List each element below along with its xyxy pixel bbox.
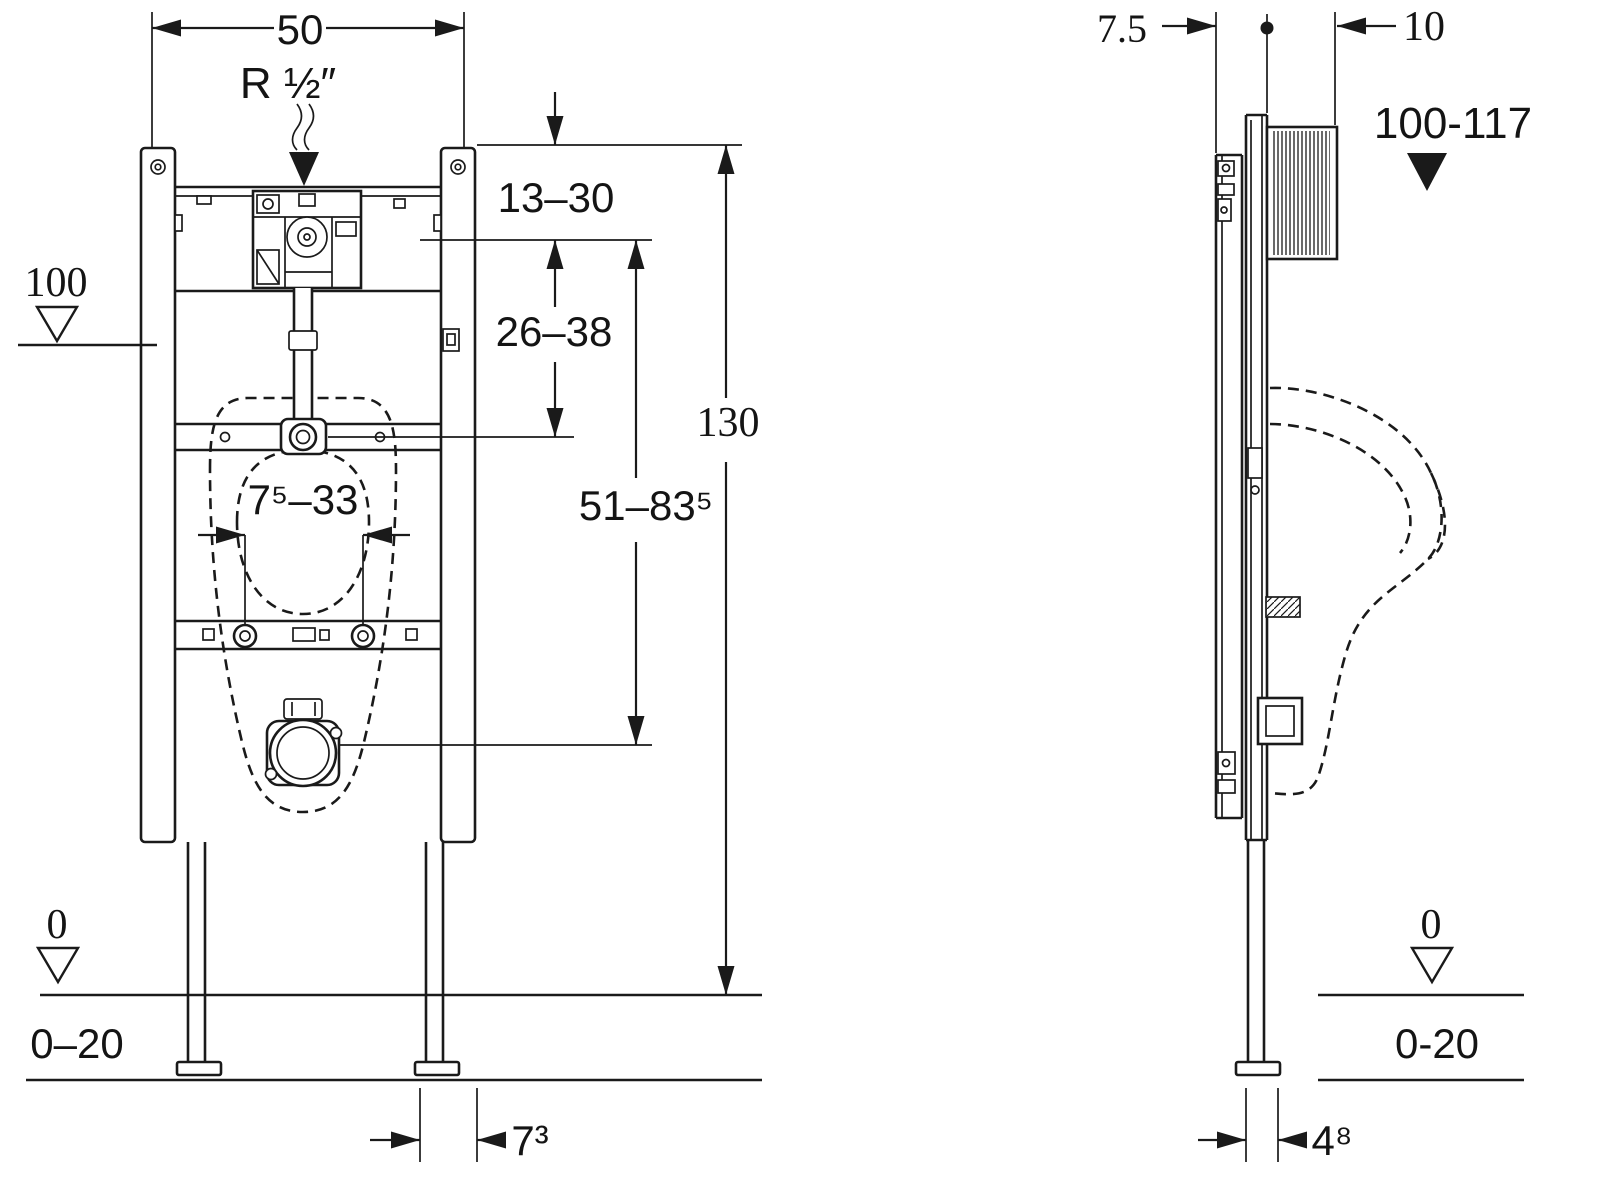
drain-clamp bbox=[283, 698, 323, 720]
water-wave-icon bbox=[291, 103, 303, 151]
dim-13-30: 13–30 bbox=[477, 92, 742, 221]
dim-100-117-label: 100-117 bbox=[1374, 99, 1532, 148]
inlet-stub-side bbox=[1265, 596, 1301, 618]
floor-range-front-label: 0–20 bbox=[30, 1020, 123, 1067]
dim-26-38: 26–38 bbox=[328, 239, 652, 438]
dim-73-label: 7³ bbox=[511, 1117, 548, 1164]
level-0-front-triangle-icon bbox=[35, 946, 81, 985]
dim-51-835-label: 51–83⁵ bbox=[579, 482, 713, 529]
dim-73: 7³ bbox=[370, 1088, 549, 1164]
supply-arrow-icon bbox=[289, 152, 319, 186]
side-view: 7.5 10 100-117 0 0-20 bbox=[1097, 4, 1532, 1164]
dim-width-label: 50 bbox=[277, 6, 324, 53]
dim-75-33-label: 7⁵–33 bbox=[248, 476, 359, 523]
dim-75-33: 7⁵–33 bbox=[198, 476, 410, 624]
level-0-side-triangle-icon bbox=[1409, 946, 1455, 985]
dim-48: 4⁸ bbox=[1198, 1088, 1353, 1164]
drain-side bbox=[1256, 696, 1304, 746]
side-hardware bbox=[1217, 160, 1263, 794]
water-supply-label: R ½″ bbox=[240, 59, 336, 108]
dim-width-50: 50 bbox=[151, 6, 465, 148]
flush-pipe bbox=[288, 288, 318, 419]
frame-front bbox=[139, 146, 477, 1077]
dim-130-label: 130 bbox=[697, 400, 760, 446]
water-wave-icon bbox=[303, 103, 315, 151]
urinal-side-outline bbox=[1269, 386, 1447, 796]
right-foot bbox=[413, 1060, 461, 1077]
left-foot bbox=[175, 1060, 223, 1077]
side-foot bbox=[1234, 1060, 1282, 1077]
floor-level-front: 0 0–20 bbox=[26, 902, 762, 1082]
dim-13-30-label: 13–30 bbox=[498, 174, 615, 221]
dim-48-label: 4⁸ bbox=[1311, 1117, 1352, 1164]
dim-51-835: 51–83⁵ bbox=[340, 240, 713, 746]
level-0-side-label: 0 bbox=[1421, 902, 1442, 948]
front-view: 50 R ½″ 100 13–30 26–38 bbox=[18, 6, 762, 1164]
level-100-label: 100 bbox=[25, 260, 88, 306]
dim-26-38-label: 26–38 bbox=[496, 308, 613, 355]
floor-level-side: 0 0-20 bbox=[1318, 902, 1524, 1082]
flush-plate-box bbox=[1265, 125, 1339, 261]
dim-10-label: 10 bbox=[1403, 4, 1445, 50]
fixing-bolts bbox=[232, 623, 376, 649]
dim-100-117: 100-117 bbox=[1374, 99, 1532, 191]
dim-7-5: 7.5 bbox=[1097, 6, 1217, 153]
floor-range-side-label: 0-20 bbox=[1395, 1020, 1479, 1067]
frame-side bbox=[1214, 113, 1282, 1077]
dim-7-5-label: 7.5 bbox=[1097, 6, 1147, 51]
flush-valve-unit bbox=[251, 189, 363, 290]
level-100-triangle-icon bbox=[34, 305, 80, 344]
dim-130: 130 bbox=[697, 145, 760, 995]
water-inlet bbox=[279, 417, 328, 456]
plate-height-triangle-icon bbox=[1407, 153, 1447, 191]
dim-10: 10 bbox=[1260, 4, 1445, 125]
drain-connector bbox=[264, 718, 343, 788]
level-marker-100: 100 bbox=[18, 260, 157, 347]
water-supply-marker: R ½″ bbox=[240, 59, 336, 186]
urinal-front-outline bbox=[208, 396, 398, 814]
level-0-front-label: 0 bbox=[47, 902, 68, 948]
